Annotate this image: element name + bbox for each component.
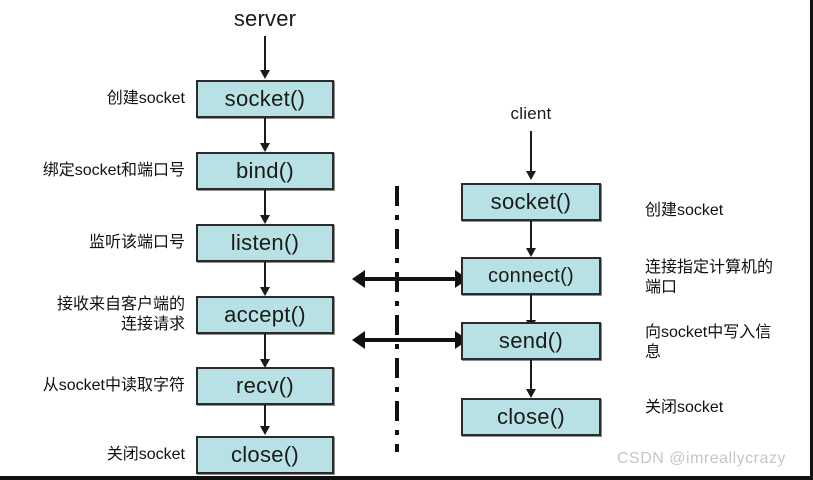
- server-node-close[interactable]: close(): [196, 436, 334, 474]
- server-entry-arrow-head: [260, 70, 270, 79]
- client-connector-2-shaft: [530, 360, 532, 392]
- client-node-send[interactable]: send(): [461, 322, 601, 360]
- server-node-listen[interactable]: listen(): [196, 224, 334, 262]
- server-node-bind[interactable]: bind(): [196, 152, 334, 190]
- arrow-shaft: [360, 338, 460, 342]
- client-entry-arrow-head: [526, 171, 536, 180]
- server-connector-1-head: [260, 215, 270, 224]
- client-connector-0-shaft: [530, 221, 532, 251]
- client-note-socket: 创建socket: [645, 202, 724, 219]
- server-node-accept[interactable]: accept(): [196, 296, 334, 334]
- server-entry-arrow-shaft: [264, 36, 266, 72]
- client-note-connect: 连接指定计算机的 端口: [645, 259, 774, 296]
- client-note-send: 向socket中写入信 息: [645, 324, 772, 361]
- server-connector-4-head: [260, 426, 270, 435]
- client-node-close[interactable]: close(): [461, 398, 601, 436]
- client-node-connect[interactable]: connect(): [461, 257, 601, 295]
- arrow-head-left: [352, 331, 365, 349]
- server-connector-0-shaft: [264, 118, 266, 146]
- server-note-recv: 从socket中读取字符: [42, 377, 185, 394]
- server-connector-1-shaft: [264, 190, 266, 218]
- client-node-socket[interactable]: socket(): [461, 183, 601, 221]
- server-note-socket: 创建socket: [106, 90, 185, 107]
- client-connector-1-shaft: [530, 295, 532, 323]
- server-note-accept: 接收来自客户端的 连接请求: [56, 296, 185, 333]
- client-entry-arrow-shaft: [530, 131, 532, 173]
- server-connector-0-head: [260, 143, 270, 152]
- server-note-listen: 监听该端口号: [88, 234, 185, 251]
- server-connector-3-shaft: [264, 334, 266, 362]
- server-connector-2-shaft: [264, 262, 266, 290]
- server-note-close: 关闭socket: [106, 446, 185, 463]
- arrow-head-left: [352, 270, 365, 288]
- client-connector-2-head: [526, 389, 536, 398]
- server-connector-3-head: [260, 359, 270, 368]
- server-column-title: server: [233, 6, 297, 31]
- link-accept-connect: [352, 270, 468, 288]
- arrow-shaft: [360, 277, 460, 281]
- server-node-recv[interactable]: recv(): [196, 367, 334, 405]
- server-node-socket[interactable]: socket(): [196, 80, 334, 118]
- server-connector-2-head: [260, 287, 270, 296]
- client-note-close: 关闭socket: [645, 399, 724, 416]
- link-recv-send: [352, 331, 468, 349]
- server-connector-4-shaft: [264, 405, 266, 429]
- server-client-divider: [395, 186, 399, 452]
- client-column-title: client: [510, 104, 552, 123]
- server-note-bind: 绑定socket和端口号: [42, 162, 185, 179]
- watermark: CSDN @imreallycrazy: [617, 450, 786, 467]
- client-connector-0-head: [526, 248, 536, 257]
